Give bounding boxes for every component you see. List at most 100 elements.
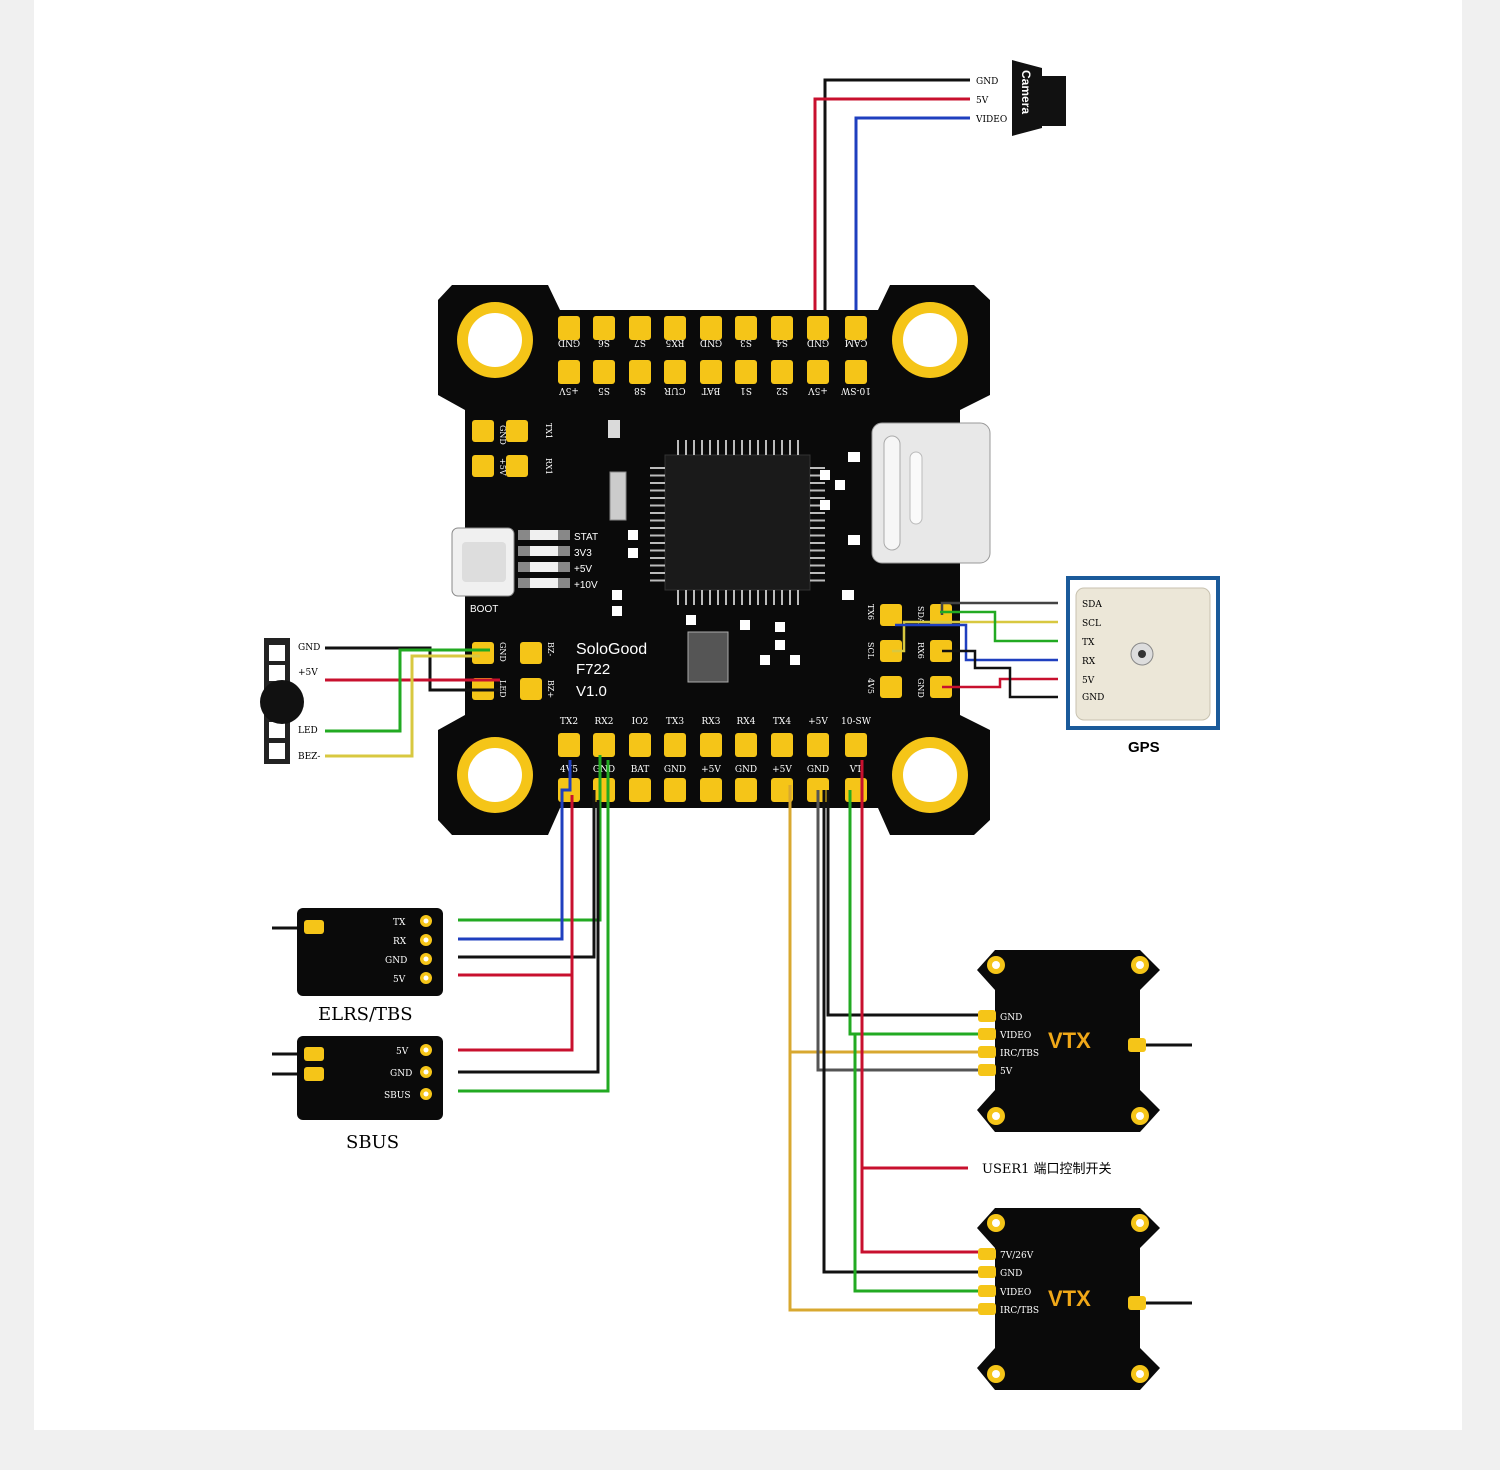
led-label-stat: STAT [574,532,598,543]
pad-bz-minus [520,642,542,664]
bottom-1-pad-3-io2 [629,733,651,757]
led-module-pin-gnd: GND [298,643,320,653]
label-tx1: TX1 [544,423,553,439]
vtx2-wire-power [860,760,978,1254]
top-pad-9-cam [845,316,867,340]
top-pad-2-s6 [593,316,615,340]
bottom-2-pad-5-5v [700,778,722,802]
top-label-2: S6 [598,337,610,347]
second-label-8: +5V [808,385,828,395]
bottom-label-9: VT [849,765,863,775]
second-pad-2-s5 [593,360,615,384]
top-pad-7-s4 [771,316,793,340]
elrs-wire-rx [458,760,572,941]
board-version: V1.0 [576,683,607,700]
led-module-wires [325,646,500,758]
camera-module: Camera GND 5V VIDEO [975,60,1066,136]
sbus-wire-sbus [458,760,610,1093]
bottom-label-6: GND [735,765,757,775]
boot-button [451,527,515,597]
second-pad-1-5v [558,360,580,384]
led-module-pin-5v: +5V [298,668,318,678]
bottom-label-3: BAT [631,765,650,775]
bottom-2-pad-9-vt [845,778,867,802]
vtx2-antenna-pad [1128,1296,1146,1310]
second-label-4: CUR [664,385,685,395]
vtx1-antenna-pad [1128,1038,1146,1052]
pad-5v-uart1 [472,455,494,477]
bottom-1-pad-4-tx3 [664,733,686,757]
board-model: F722 [576,661,610,678]
led-label-5v: +5V [574,564,592,575]
bottom-2-pad-3-bat [629,778,651,802]
vtx2-pin-irc: IRC/TBS [1000,1306,1039,1316]
second-label-6: S1 [740,385,752,395]
second-label-1: +5V [559,385,579,395]
bottom-label-2: GND [593,765,615,775]
elrs-pin-tx: TX [393,918,406,928]
vtx2-module: 7V/26V GND VIDEO IRC/TBS VTX [977,1208,1192,1390]
vtx1-pin-gnd: GND [1000,1013,1022,1023]
led-label-10v: +10V [574,580,598,591]
bottom-pad-row-2 [558,778,867,802]
bottom-label-4: GND [664,765,686,775]
vtx2-wire-irc [788,785,978,1312]
second-pad-4-cur [664,360,686,384]
label-rx1: RX1 [544,458,553,475]
led-module-pin-led: LED [298,726,318,736]
status-leds: STAT 3V3 +5V +10V [518,530,598,591]
bottom-1-pad-7-tx4 [771,733,793,757]
bottom-label-7: +5V [772,765,792,775]
label-gnd-uart1: GND [498,425,507,445]
elrs-label: ELRS/TBS [318,1004,413,1025]
sbus-receiver: 5V GND SBUS SBUS [272,1036,443,1153]
gps-wires [892,601,1058,699]
pad-rx1 [506,455,528,477]
top-pad-8-gnd [807,316,829,340]
led-label-3v3: 3V3 [574,548,592,559]
bottom-1-pad-5-rx3 [700,733,722,757]
bottom-2-pad-4-gnd [664,778,686,802]
receiver-wires [458,755,610,1093]
camera-pin-video: VIDEO [975,115,1007,125]
gps-pin-5v: 5V [1082,676,1095,686]
vtx-wires [788,760,978,1312]
vtx1-label: VTX [1048,1028,1091,1053]
camera-wire-video [854,116,970,330]
bottom-top-label-7: TX4 [773,717,791,727]
boot-label: BOOT [470,604,498,615]
bottom-1-pad-2-rx2 [593,733,615,757]
vtx1-wire-gnd [826,790,978,1017]
top-label-5: GND [700,337,722,347]
gps-module: SDA SCL TX RX 5V GND GPS [1066,576,1220,756]
board-brand: SoloGood [576,641,647,658]
gps-pin-rx: RX [1082,657,1096,667]
vtx2-pin-gnd: GND [1000,1269,1022,1279]
top-pad-4-rx5 [664,316,686,340]
vtx1-pin-irc: IRC/TBS [1000,1049,1039,1059]
label-led: LED [498,680,507,698]
label-gnd-led: GND [498,642,507,662]
label-gnd-gps: GND [916,678,925,698]
vtx2-wire-video [853,1034,978,1293]
vtx2-wire-gnd [822,790,978,1274]
vtx1-module: GND VIDEO IRC/TBS 5V VTX [977,950,1192,1132]
bottom-top-label-1: TX2 [560,717,578,727]
led-module-pin-bez: BEZ- [298,752,320,762]
gyro-chip [687,631,729,683]
bottom-2-pad-7-5v [771,778,793,802]
top-pad-1-gnd [558,316,580,340]
bottom-label-8: GND [807,765,829,775]
elrs-wire-gnd [458,790,596,959]
vtx2-pin-power: 7V/26V [1000,1251,1034,1261]
elrs-pin-5v: 5V [393,975,406,985]
vtx1-wire-5v [816,790,978,1072]
label-bz-plus: BZ+ [546,680,555,698]
bottom-2-pad-2-gnd [593,778,615,802]
buzzer [260,680,304,724]
second-label-5: BAT [702,385,721,395]
label-sda: SDA [916,606,925,624]
